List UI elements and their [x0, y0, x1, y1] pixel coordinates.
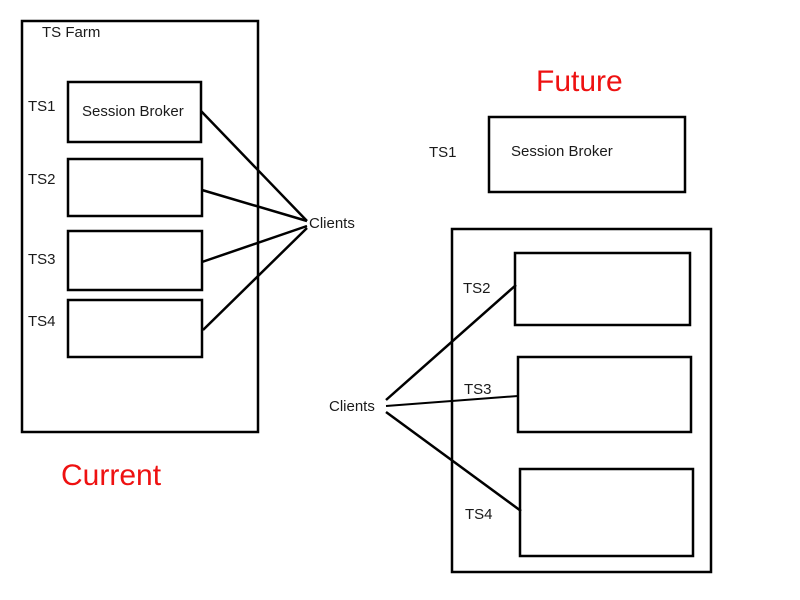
future-server-label-ts2: TS2: [463, 280, 491, 297]
future-broker-label-ts1: TS1: [429, 144, 457, 161]
current-server-label-ts4: TS4: [28, 313, 56, 330]
future-server-box-ts3: [516, 355, 693, 434]
current-server-box-ts2: [66, 157, 204, 218]
future-clients-label: Clients: [329, 398, 375, 415]
current-server-content-ts1: Session Broker: [82, 103, 184, 120]
current-server-label-ts2: TS2: [28, 171, 56, 188]
current-server-box-ts3: [66, 229, 204, 292]
future-server-box-ts4: [518, 467, 695, 558]
future-server-box-ts2: [513, 251, 692, 327]
connector-current-ts3-clients: [201, 224, 308, 264]
future-broker-content: Session Broker: [511, 143, 613, 160]
connector-current-ts2-clients: [201, 188, 308, 223]
future-server-label-ts4: TS4: [465, 506, 493, 523]
connector-future-clients-ts3: [385, 395, 519, 407]
future-section-title: Future: [536, 65, 623, 98]
current-server-label-ts3: TS3: [28, 251, 56, 268]
future-server-label-ts3: TS3: [464, 381, 492, 398]
connector-current-ts4-clients: [202, 227, 308, 331]
connector-future-clients-ts2: [385, 284, 517, 401]
ts-farm-container: [20, 19, 260, 434]
current-clients-label: Clients: [309, 215, 355, 232]
connector-current-ts1-clients: [200, 110, 308, 222]
current-server-box-ts4: [66, 298, 204, 359]
ts-farm-label: TS Farm: [42, 24, 101, 41]
current-section-title: Current: [61, 459, 162, 492]
current-server-box-ts1: [66, 80, 203, 144]
connector-future-clients-ts4: [385, 410, 522, 513]
current-server-label-ts1: TS1: [28, 98, 56, 115]
future-broker-box-ts1: [487, 115, 687, 194]
